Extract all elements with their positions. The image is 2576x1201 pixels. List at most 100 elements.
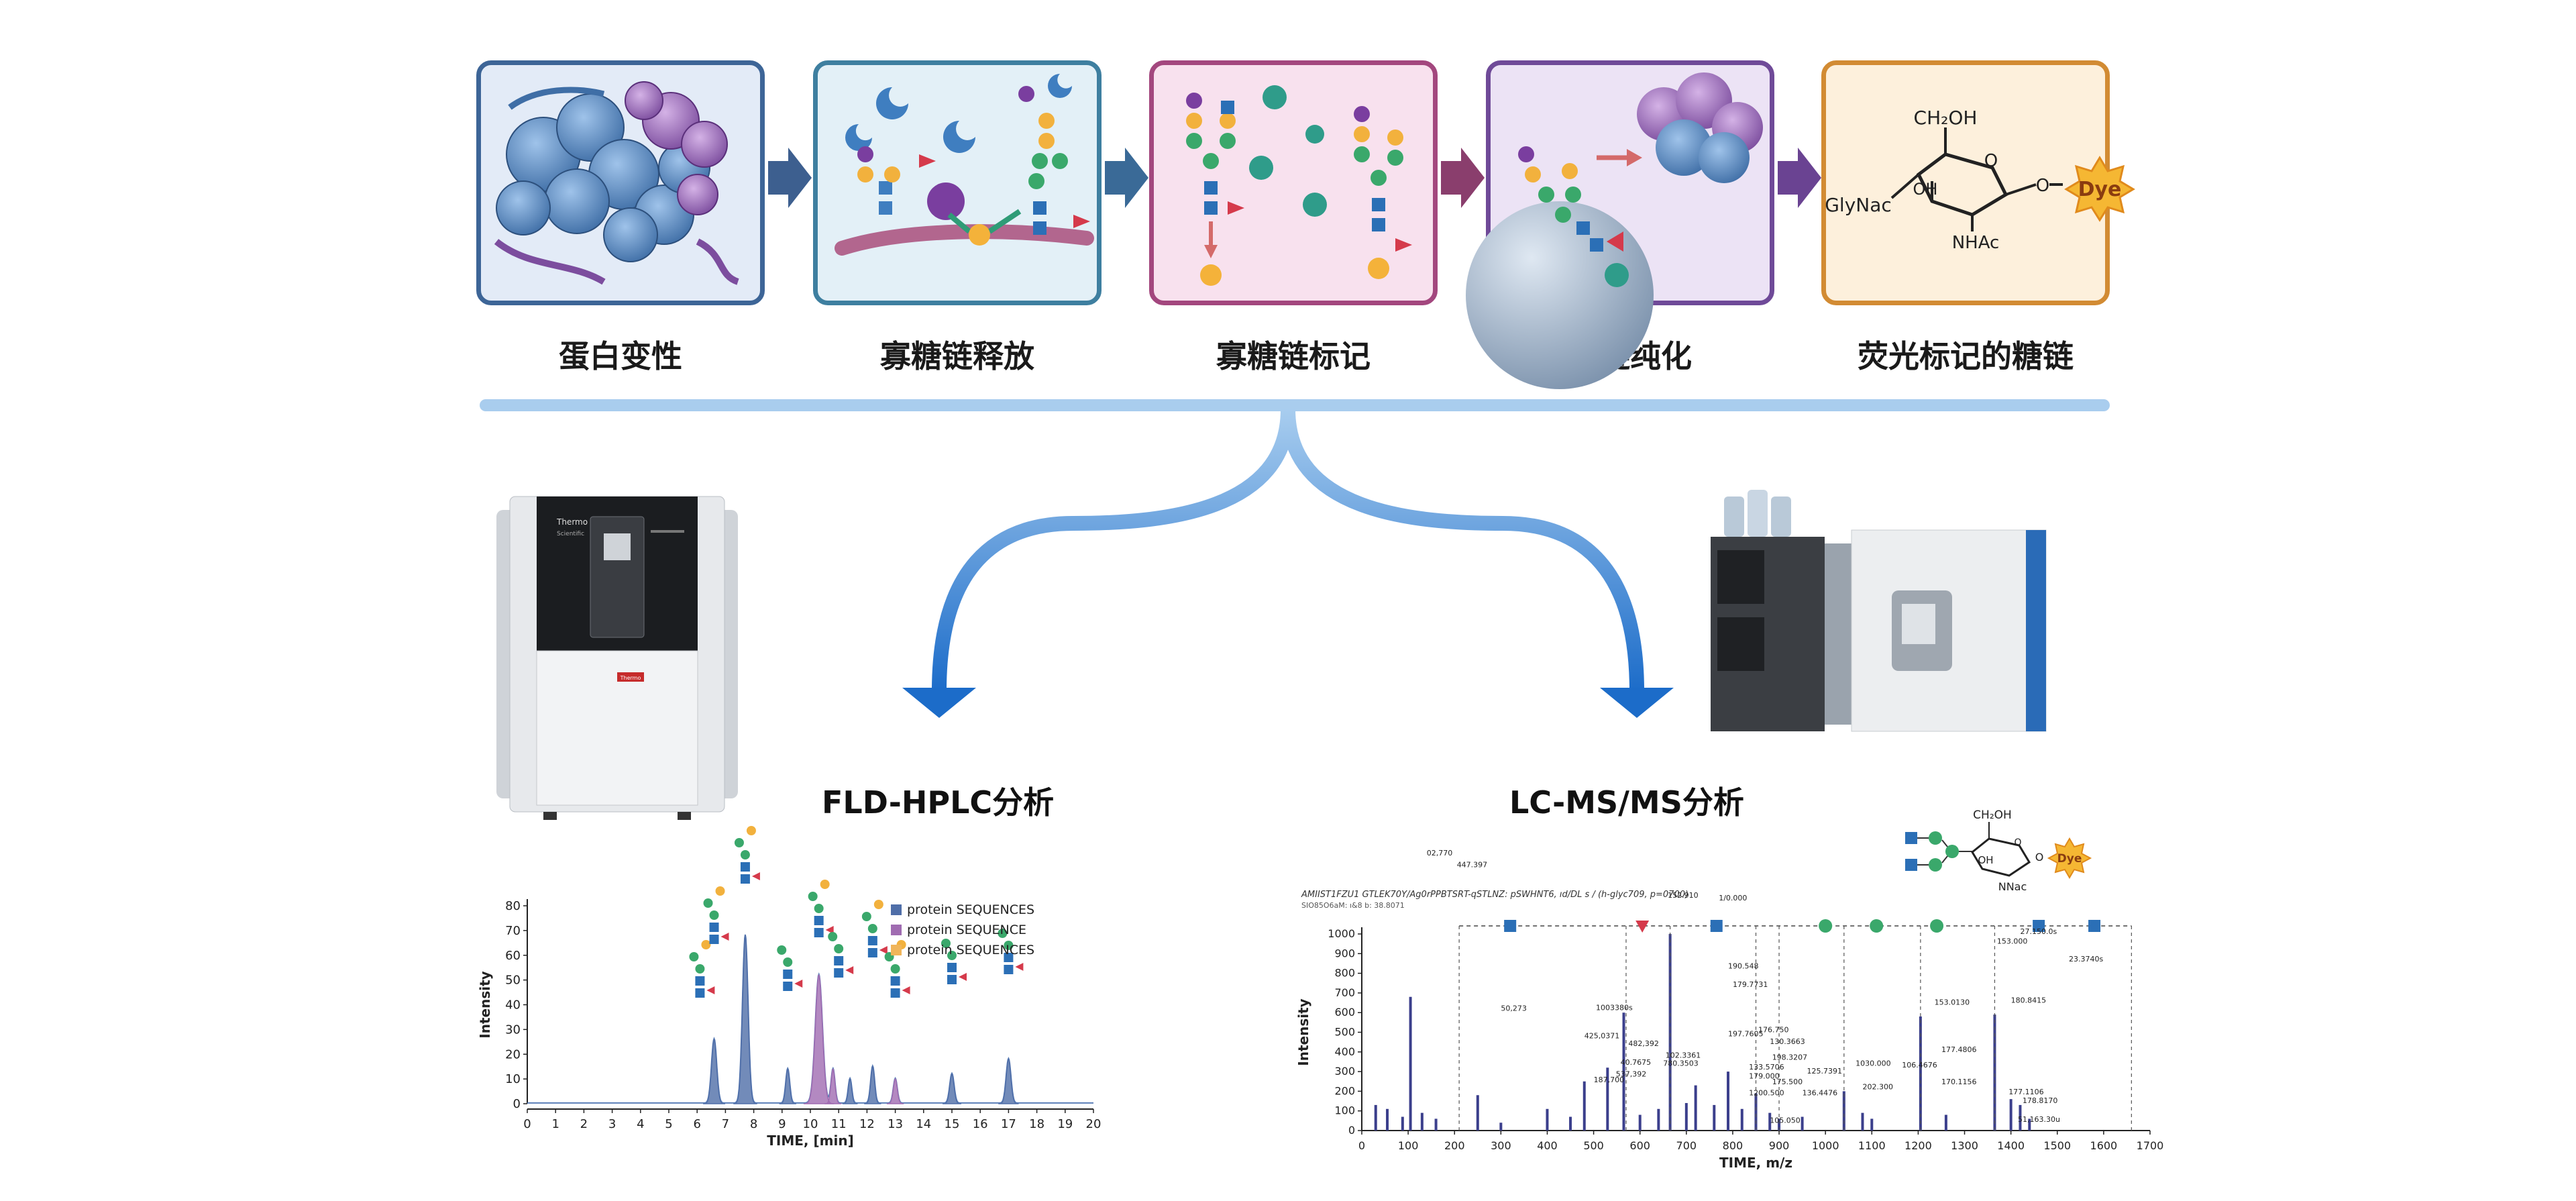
y-tick-label: 50 (505, 974, 521, 988)
glynac-label: GlyNac (1825, 194, 1892, 216)
x-tick-label: 16 (973, 1117, 988, 1131)
chromatogram-peak (943, 1073, 961, 1104)
branch-connector (480, 399, 2110, 718)
y-tick-label: 800 (1334, 967, 1355, 980)
mini-ring-oxygen-label: O (2014, 837, 2021, 848)
step-label-1: 蛋白变性 (559, 338, 682, 374)
step-arrows (768, 148, 1821, 208)
peak-label: 1200.500 (1749, 1088, 1784, 1097)
legend-label: protein SEQUENCES (907, 902, 1034, 917)
nhac-label: NHAc (1952, 233, 2000, 253)
arrow-icon (1441, 148, 1485, 208)
x-tick-label: 100 (1398, 1139, 1419, 1152)
peak-label: 180.8415 (2011, 996, 2047, 1005)
chromatogram-peak (842, 1078, 858, 1104)
x-tick-label: 4 (637, 1117, 644, 1131)
lcms-instrument (1711, 490, 2047, 732)
mannose-circle-icon (1930, 919, 1944, 933)
x-tick-label: 1700 (2137, 1139, 2164, 1152)
dye-label: Dye (2078, 178, 2122, 201)
glycan-icon (828, 932, 854, 978)
peak-label: 125.7391 (1807, 1067, 1843, 1076)
x-tick-label: 9 (778, 1117, 786, 1131)
x-tick-label: 14 (916, 1117, 931, 1131)
x-tick-label: 300 (1491, 1139, 1511, 1152)
peak-label: 40.7675 (1621, 1058, 1652, 1067)
peak-label: 1/0.000 (1719, 894, 1747, 902)
y-tick-label: 700 (1334, 986, 1355, 999)
step-label-2: 寡糖链释放 (880, 338, 1034, 374)
x-tick-label: 1400 (1997, 1139, 2025, 1152)
glycan-icon (703, 886, 729, 944)
step-box-2 (813, 60, 1102, 305)
x-tick-label: 12 (859, 1117, 875, 1131)
labeling-illustration (1186, 85, 1412, 286)
peak-label: 170.1156 (1941, 1078, 1977, 1086)
glycan-icon (998, 929, 1024, 974)
y-tick-label: 10 (505, 1072, 521, 1086)
x-tick-label: 2 (580, 1117, 588, 1131)
purification-illustration (1466, 72, 1763, 389)
legend-swatch (891, 945, 902, 955)
chromatogram-peak (803, 974, 835, 1104)
peak-label: 1030.000 (1856, 1059, 1891, 1067)
legend-swatch (891, 925, 902, 935)
peak-label: 177.4806 (1941, 1045, 1977, 1054)
peak-label: 425,0371 (1585, 1031, 1620, 1040)
peak-label: 152.910 (1668, 891, 1699, 900)
x-axis-label: TIME, [min] (767, 1133, 853, 1149)
peak-label: 447.397 (1457, 860, 1488, 869)
y-tick-label: 0 (1348, 1124, 1355, 1137)
peak-label: 02,770 (1427, 849, 1453, 857)
step-label-3: 寡糖链标记 (1216, 338, 1371, 374)
peak-label: 537,392 (1616, 1069, 1647, 1078)
mini-dye-label: Dye (2057, 852, 2082, 866)
x-tick-label: 1100 (1858, 1139, 1886, 1152)
y-tick-label: 20 (505, 1047, 521, 1061)
peak-label: 197.7605 (1728, 1029, 1764, 1038)
mannose-circle-icon (1819, 919, 1833, 933)
peak-label: 153.000 (1997, 937, 2028, 946)
peak-label: 177.1106 (2008, 1088, 2044, 1096)
x-tick-label: 1600 (2090, 1139, 2118, 1152)
x-tick-label: 8 (750, 1117, 757, 1131)
fucose-triangle-icon (1635, 921, 1650, 933)
hplc-instrument: Thermo Scientific Thermo (496, 496, 738, 820)
peak-label: 190.548 (1728, 961, 1759, 970)
y-tick-label: 60 (505, 949, 521, 963)
arrow-icon (1778, 148, 1821, 208)
protein-illustration (494, 81, 739, 285)
fragment-ladder (1458, 919, 2132, 1131)
mannose-circle-icon (1870, 919, 1884, 933)
msms-subheader: SIO85O6aM: ı&8 b: 38.8071 (1301, 901, 1405, 910)
hplc-glycan-annotations (689, 826, 1024, 998)
chromatogram-peak (864, 1065, 881, 1104)
instrument-model: Scientific (557, 531, 584, 537)
right-branch-arrow-icon (1600, 688, 1674, 718)
y-tick-label: 600 (1334, 1006, 1355, 1019)
x-tick-label: 5 (665, 1117, 672, 1131)
glycan-icon (689, 940, 715, 998)
glycan-icon (777, 945, 803, 991)
y-tick-label: 80 (505, 899, 521, 913)
x-tick-label: 15 (945, 1117, 960, 1131)
y-axis-label: Intensity (1295, 998, 1311, 1065)
glycan-icon (884, 940, 910, 998)
peak-label: 23.3740s (2069, 955, 2103, 963)
x-tick-label: 400 (1537, 1139, 1558, 1152)
oh-label: OH (1913, 180, 1938, 199)
x-tick-label: 17 (1001, 1117, 1016, 1131)
peak-label: 136.4476 (1803, 1088, 1838, 1097)
glcnac-square-icon (2088, 920, 2101, 932)
linker-oxygen-label: O (2036, 176, 2049, 196)
x-tick-label: 800 (1723, 1139, 1743, 1152)
release-illustration (835, 74, 1094, 256)
arrow-icon (1105, 148, 1148, 208)
step-box-5 (1821, 60, 2110, 305)
x-tick-label: 6 (693, 1117, 700, 1131)
y-tick-label: 30 (505, 1023, 521, 1037)
peak-label: 202.300 (1862, 1082, 1893, 1091)
glycan-icon (734, 826, 760, 884)
x-tick-label: 0 (523, 1117, 531, 1131)
